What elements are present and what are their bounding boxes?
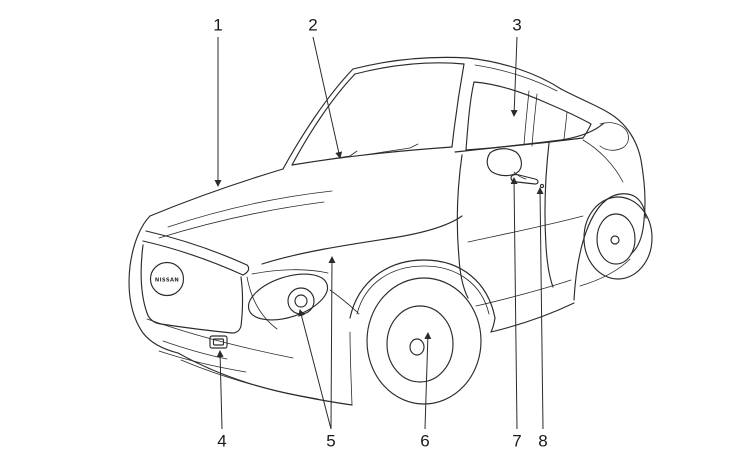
b-pillar-line-2 (531, 93, 538, 147)
headlight-to-arch-line (329, 289, 360, 315)
bumper-fender-cut (246, 276, 278, 330)
windshield (291, 62, 465, 166)
callout-number-8: 8 (538, 431, 548, 451)
door-character-line (467, 215, 584, 243)
rear-pillar-line (560, 88, 646, 221)
hood-edge-line (149, 168, 284, 217)
front-fascia (128, 215, 179, 354)
bumper-intake-line-1 (162, 340, 228, 360)
vehicle-illustration: NISSAN (128, 56, 653, 406)
front-door-seam (456, 154, 469, 299)
a-pillar-line (282, 68, 354, 170)
b-pillar-line-1 (523, 90, 530, 146)
quarter-window-divider (563, 111, 568, 140)
rocker-line (490, 302, 575, 333)
leader-line-4 (216, 350, 224, 430)
nissan-badge-text: NISSAN (155, 278, 179, 284)
headlight (247, 269, 329, 321)
leader-line-2 (312, 36, 343, 159)
callout-leader-lines (214, 36, 544, 430)
rear-wheel-arch (573, 193, 647, 301)
beltline (454, 122, 605, 153)
leader-line-3 (510, 36, 518, 117)
front-fender-lip (356, 265, 490, 315)
front-sensor (209, 335, 228, 349)
roof-drip-rail (474, 64, 558, 92)
shoulder-line (261, 215, 463, 265)
tail-lamp (599, 122, 629, 151)
leader-line-7 (510, 177, 518, 430)
bumper-side-edge (349, 331, 353, 406)
leader-line-5 (298, 309, 332, 430)
grille (140, 230, 250, 334)
front-wheel-arch (349, 259, 496, 333)
callout-number-3: 3 (512, 15, 522, 35)
callout-number-2: 2 (308, 15, 318, 35)
callout-number-6: 6 (420, 431, 430, 451)
windshield-wipers (303, 143, 419, 164)
side-glass (465, 81, 592, 151)
rear-lower-line (579, 258, 631, 287)
rear-haunch-line (582, 139, 624, 183)
door-handle (510, 174, 545, 189)
roof-line (352, 56, 562, 90)
leader-line-8 (536, 187, 544, 430)
rear-door-seam (544, 142, 554, 288)
callout-number-5: 5 (326, 431, 336, 451)
front-lower-lip (177, 352, 353, 406)
hood-crease-1 (167, 190, 333, 228)
leader-line-6 (424, 332, 432, 430)
hood-crease-2 (158, 201, 325, 239)
side-mirror (486, 148, 527, 180)
rear-bumper-edge (630, 219, 645, 255)
callout-number-4: 4 (217, 431, 227, 451)
bumper-intake-line-2 (158, 350, 247, 373)
bumper-second-lip (180, 359, 319, 400)
nissan-badge: NISSAN (149, 261, 185, 297)
lower-door-line (475, 279, 572, 307)
callout-number-1: 1 (213, 15, 223, 35)
front-wheel (349, 259, 496, 405)
leader-line-5 (328, 256, 336, 430)
callout-number-7: 7 (512, 431, 522, 451)
rear-wheel (573, 193, 653, 301)
